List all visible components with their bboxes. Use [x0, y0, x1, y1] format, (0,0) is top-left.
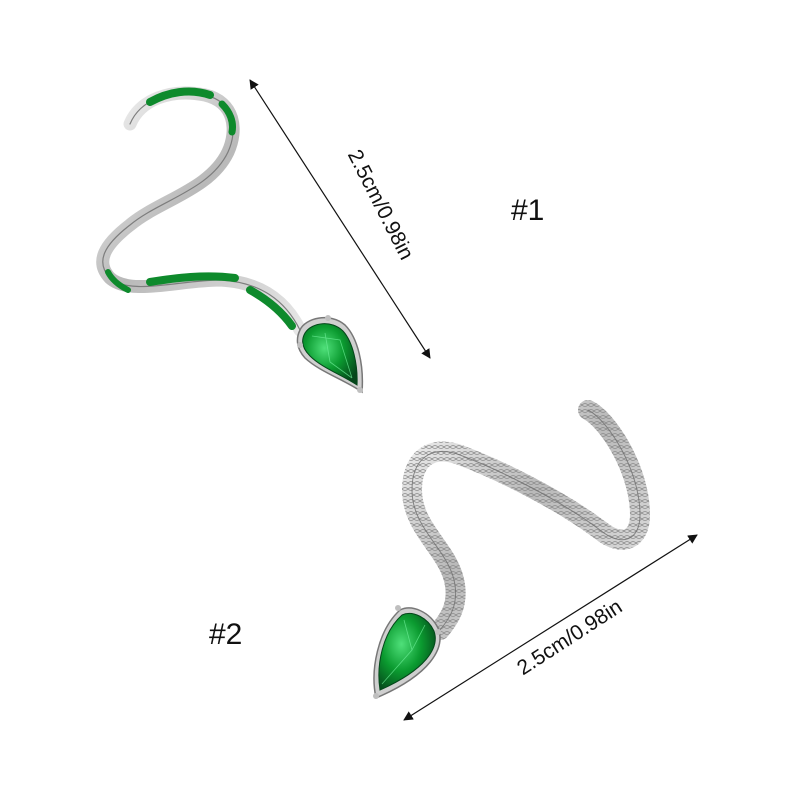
- ring-1-enamel-top-2: [218, 100, 236, 136]
- ring-2-prong-a: [395, 605, 401, 611]
- ring-1: [96, 86, 364, 394]
- ring-1-enamel-left: [105, 269, 131, 293]
- ring-1-prong-b: [325, 315, 331, 321]
- ring-1-prong-a: [297, 342, 303, 348]
- ring-2-texture: [401, 400, 651, 640]
- ring-2-prong-b: [435, 629, 441, 635]
- ring-1-prong-c: [357, 387, 363, 393]
- ring-1-band: [96, 86, 307, 337]
- variant-label-2: #2: [209, 618, 243, 651]
- dimension-arrow-1: [249, 79, 431, 359]
- ring-2-prong-c: [373, 693, 379, 699]
- dimension-arrow-2: [403, 534, 698, 721]
- ring-1-enamel-mid: [146, 272, 239, 286]
- ring-1-enamel-top: [146, 87, 214, 106]
- variant-label-1: #1: [511, 194, 545, 227]
